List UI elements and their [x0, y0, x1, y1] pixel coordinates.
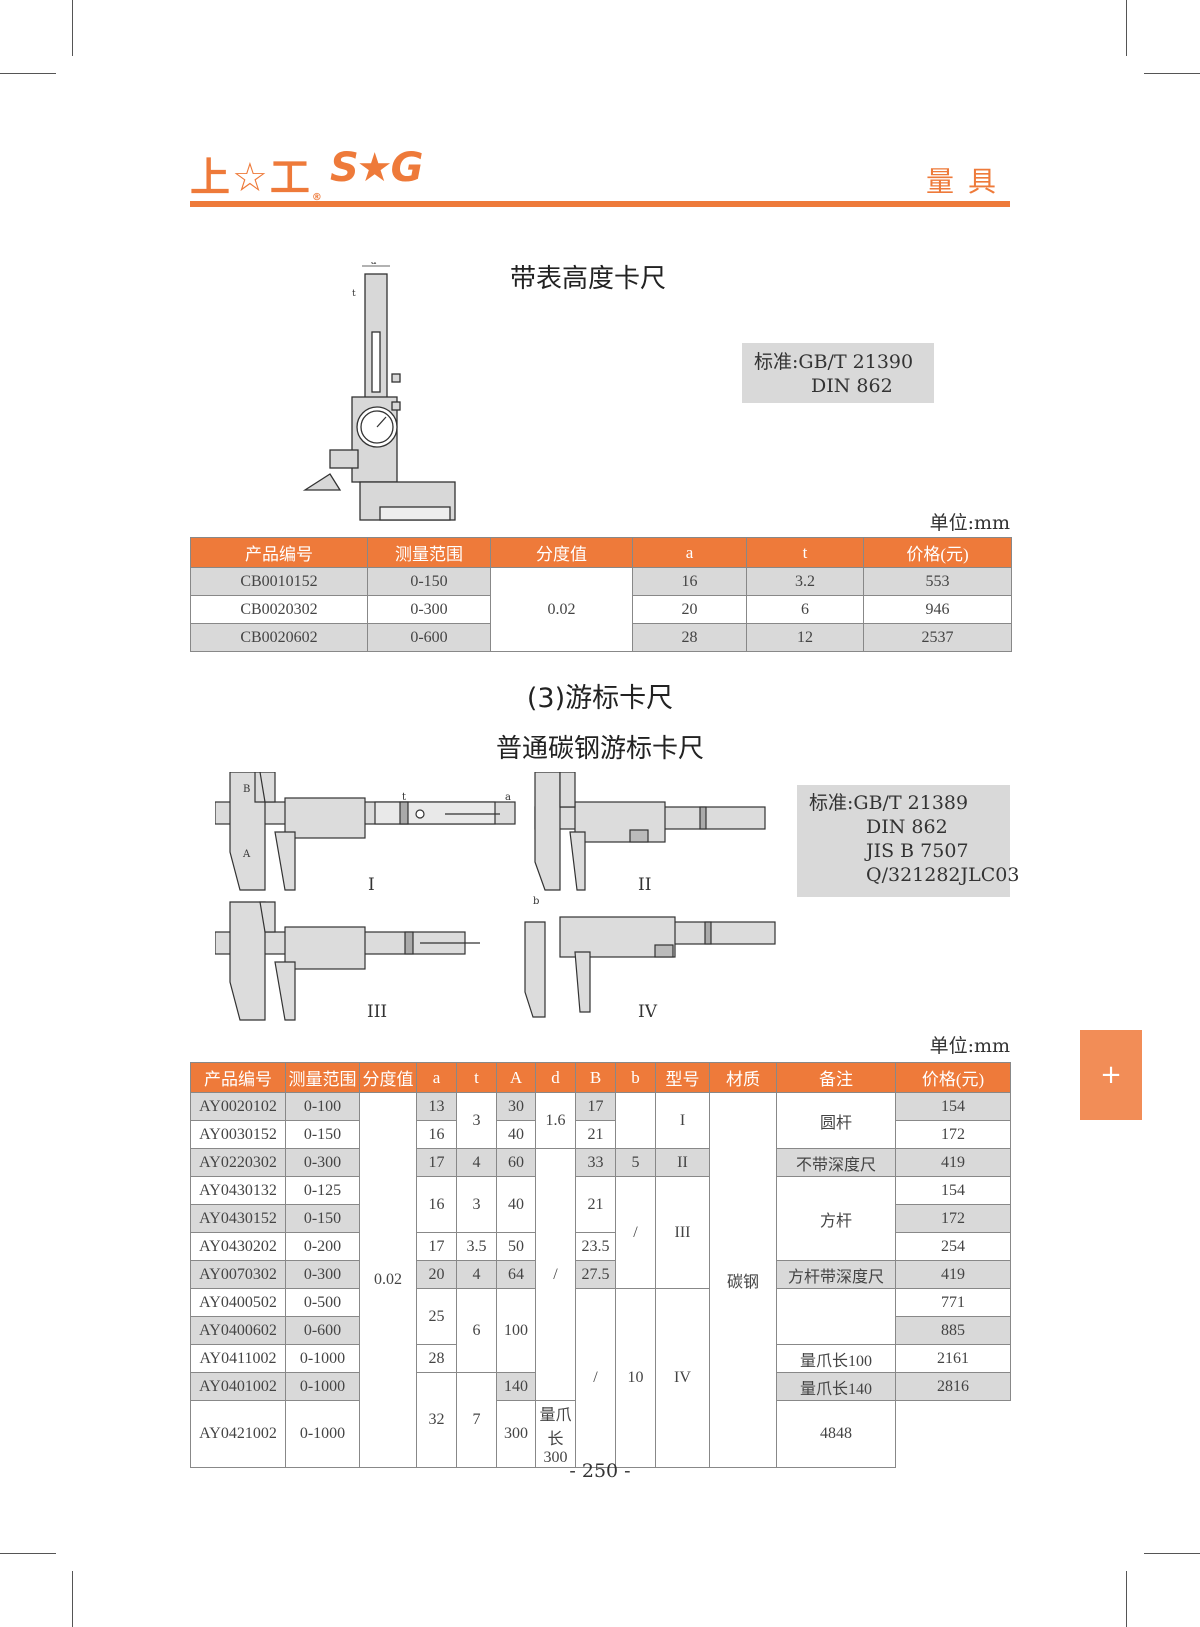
col-header: b: [615, 1062, 656, 1093]
col-header: 产品编号: [190, 537, 368, 568]
standard-value: DIN 862: [811, 375, 893, 397]
table-row: AY0020102 0-100 0.02 13 3 30 1.6 17 I 碳钢…: [190, 1092, 1011, 1468]
col-header: t: [456, 1062, 497, 1093]
dim-label-b: b: [533, 896, 539, 907]
crop-mark: [1126, 0, 1127, 56]
product1-title: 带表高度卡尺: [509, 264, 666, 294]
table-row: AY0421002 0-1000 300 量爪长300 4848: [190, 1400, 1011, 1468]
type-label: IV: [638, 1002, 658, 1022]
plus-icon: +: [1100, 1060, 1122, 1090]
caliper-type-ii: [534, 772, 766, 891]
col-header: 材质: [709, 1062, 777, 1093]
col-header: 分度值: [359, 1062, 417, 1093]
table-row: AY0430152 0-150 172: [190, 1204, 1011, 1233]
col-header: d: [535, 1062, 576, 1093]
caliper-type-i: [215, 772, 516, 891]
dim-label-t: t: [352, 289, 356, 299]
dial-height-gauge-table: 产品编号 测量范围 分度值 a t 价格(元) CB0010152 0-150 …: [190, 537, 1012, 652]
dim-label-a: a: [371, 262, 377, 267]
type-label: II: [638, 875, 651, 895]
crop-mark: [72, 1571, 73, 1627]
standard-label: 标准:: [809, 792, 854, 814]
section-tag: 量具: [925, 165, 1010, 198]
unit-label: 单位:mm: [929, 1035, 1010, 1057]
standard-label: 标准:: [754, 351, 799, 373]
dim-label-A: A: [242, 849, 251, 860]
col-header: 分度值: [490, 537, 633, 568]
crop-mark: [1126, 1571, 1127, 1627]
crop-mark: [0, 73, 56, 74]
col-header: 备注: [776, 1062, 896, 1093]
col-header: A: [496, 1062, 536, 1093]
dial-height-gauge-diagram: a t: [302, 262, 456, 521]
logo-chinese: 上☆工: [190, 155, 312, 201]
vernier-caliper-table: 产品编号 测量范围 分度值 a t A d B b 型号 材质 备注 价格(元)…: [190, 1062, 1011, 1468]
crop-mark: [0, 1553, 56, 1554]
col-header: a: [416, 1062, 457, 1093]
table-row: AY0400602 0-600 885: [190, 1316, 1011, 1345]
section-heading: (3)游标卡尺: [526, 683, 674, 714]
vernier-caliper-diagrams: I II III IV A B a t b: [215, 772, 776, 1022]
standard-box-2: 标准:GB/T 21389 DIN 862 JIS B 7507 Q/32128…: [797, 785, 1019, 897]
table-row: AY0070302 0-300 20 4 64 27.5 方杆带深度尺 419: [190, 1260, 1011, 1289]
crop-mark: [1144, 1553, 1200, 1554]
standard-value: DIN 862: [866, 816, 948, 838]
col-header: t: [746, 537, 864, 568]
type-label: I: [368, 875, 375, 895]
dim-label-B: B: [243, 784, 250, 795]
col-header: 测量范围: [367, 537, 491, 568]
col-header: 型号: [655, 1062, 710, 1093]
table-row: CB0010152 0-150 0.02 16 3.2 553: [190, 567, 1012, 652]
col-header: 价格(元): [863, 537, 1012, 568]
page-number: - 250 -: [569, 1460, 631, 1482]
col-header: B: [575, 1062, 616, 1093]
side-tab-plus[interactable]: +: [1080, 1030, 1142, 1120]
table-row: CB0020602 0-600 28 12 2537: [190, 623, 1012, 652]
col-header: 产品编号: [190, 1062, 286, 1093]
table-row: AY0400502 0-500 25 6 100 / 10 IV 771: [190, 1288, 1011, 1468]
brand-logo: 上☆工® S★G: [190, 145, 423, 203]
crop-mark: [72, 0, 73, 56]
caliper-type-iii: [215, 901, 480, 1021]
logo-sg: S★G: [330, 145, 423, 191]
header-divider: [190, 201, 1010, 207]
standard-value: Q/321282JLC03: [866, 864, 1020, 886]
table-row: AY0401002 0-1000 32 7 140 量爪长140 2816: [190, 1372, 1011, 1468]
col-header: 测量范围: [285, 1062, 360, 1093]
caliper-type-iv: [524, 916, 776, 1018]
table-row: AY0430132 0-125 16 3 40 21 / III 方杆 154: [190, 1176, 1011, 1289]
unit-label: 单位:mm: [929, 512, 1010, 534]
col-header: a: [632, 537, 747, 568]
standard-value: GB/T 21389: [853, 792, 969, 814]
standard-value: JIS B 7507: [866, 840, 969, 862]
standard-box-1: 标准:GB/T 21390 DIN 862: [742, 343, 934, 403]
standard-value: GB/T 21390: [798, 351, 914, 373]
table-row: CB0020302 0-300 20 6 946: [190, 595, 1012, 624]
crop-mark: [1144, 73, 1200, 74]
dim-label-t: t: [402, 792, 406, 803]
table-row: AY0220302 0-300 17 4 60 / 33 5 II 不带深度尺 …: [190, 1148, 1011, 1401]
col-header: 价格(元): [895, 1062, 1011, 1093]
type-label: III: [367, 1002, 387, 1022]
dim-label-a: a: [505, 792, 511, 803]
product2-title: 普通碳钢游标卡尺: [495, 734, 704, 764]
